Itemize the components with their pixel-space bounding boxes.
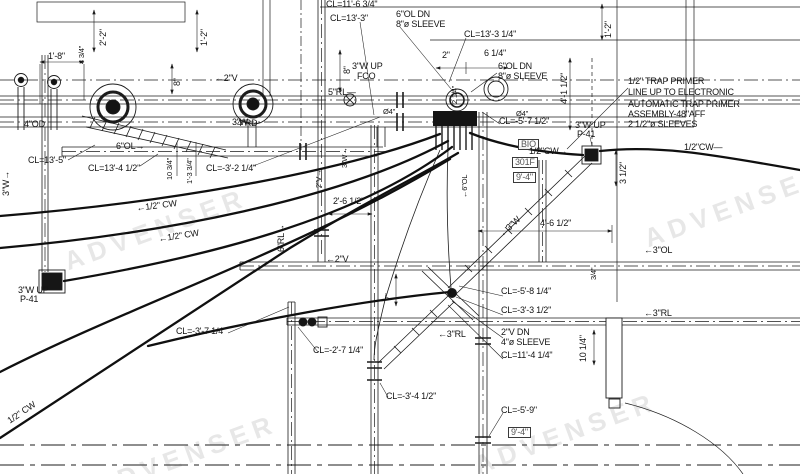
riser-hub-icon <box>581 145 602 165</box>
cw-tubing-curves <box>0 131 800 440</box>
valve-icons <box>14 73 328 328</box>
riser-cluster-icon <box>433 111 477 150</box>
fittings <box>14 73 744 474</box>
dimension-lines <box>39 3 618 366</box>
pipe-couplings <box>299 92 491 444</box>
floor-drain-4rd-icon <box>232 83 274 125</box>
wall-lines <box>36 0 800 302</box>
fco-cleanout-icon <box>343 93 357 107</box>
riser-circles <box>445 76 509 112</box>
floor-breaklines <box>0 444 800 466</box>
p41-pump-icon <box>38 269 66 294</box>
floor-drain-4od-icon <box>89 83 137 131</box>
leader-lines <box>67 21 629 437</box>
door-swing-icon <box>605 317 744 474</box>
